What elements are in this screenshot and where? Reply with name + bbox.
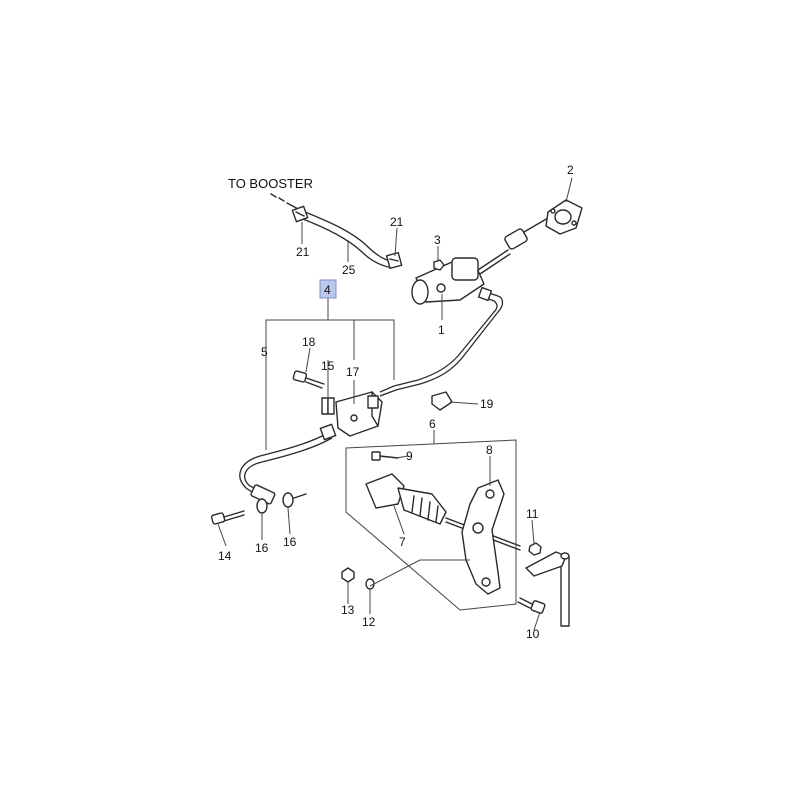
nut-11 xyxy=(528,542,542,556)
callout-9[interactable]: 9 xyxy=(406,449,413,463)
clip-15 xyxy=(321,397,335,415)
callout-6[interactable]: 6 xyxy=(429,417,436,431)
callout-2[interactable]: 2 xyxy=(567,163,574,177)
callout-19[interactable]: 19 xyxy=(480,397,494,411)
callout-7[interactable]: 7 xyxy=(399,535,406,549)
callout-18[interactable]: 18 xyxy=(302,335,316,349)
callout-10[interactable]: 10 xyxy=(526,627,540,641)
master-cylinder xyxy=(411,217,549,305)
callout-11[interactable]: 11 xyxy=(526,507,539,521)
bracket-17 xyxy=(335,391,383,437)
part-4-highlight xyxy=(319,279,337,299)
bolt-10 xyxy=(517,597,546,614)
leader-lines xyxy=(217,177,573,631)
callout-21-left[interactable]: 21 xyxy=(296,245,310,259)
to-booster-arrow xyxy=(270,193,301,211)
callout-3[interactable]: 3 xyxy=(434,233,441,247)
bolt-9 xyxy=(371,451,399,461)
callout-14[interactable]: 14 xyxy=(218,549,232,563)
callout-17[interactable]: 17 xyxy=(346,365,360,379)
bolt-18 xyxy=(292,370,325,389)
callout-25[interactable]: 25 xyxy=(342,263,356,277)
callout-8[interactable]: 8 xyxy=(486,443,493,457)
hose-clamp-left xyxy=(291,205,309,223)
fork-shaft xyxy=(525,551,570,627)
callout-16-left[interactable]: 16 xyxy=(255,541,269,555)
booster-hose xyxy=(302,211,395,269)
callout-4[interactable]: 4 xyxy=(324,283,331,297)
callout-21-right[interactable]: 21 xyxy=(390,215,404,229)
to-booster-label: TO BOOSTER xyxy=(228,176,313,191)
callout-1[interactable]: 1 xyxy=(438,323,445,337)
washer-16-right xyxy=(282,492,307,508)
washer-16-left xyxy=(256,498,268,514)
clip-19 xyxy=(431,391,453,411)
callout-15[interactable]: 15 xyxy=(321,359,335,373)
callout-5[interactable]: 5 xyxy=(261,345,268,359)
nut-3 xyxy=(433,259,445,271)
assembly-box-6 xyxy=(345,439,517,611)
fork-plate-8 xyxy=(461,479,505,595)
assembly-box-4 xyxy=(265,319,395,450)
clutch-hose-lower xyxy=(239,423,337,497)
bolt-14 xyxy=(210,510,245,525)
hose-clamp-right xyxy=(385,251,403,270)
nut-13 xyxy=(341,567,355,583)
callout-16-right[interactable]: 16 xyxy=(283,535,297,549)
callout-13[interactable]: 13 xyxy=(341,603,355,617)
gasket-2 xyxy=(545,199,583,235)
clutch-pipe-upper xyxy=(379,286,504,397)
callout-12[interactable]: 12 xyxy=(362,615,376,629)
